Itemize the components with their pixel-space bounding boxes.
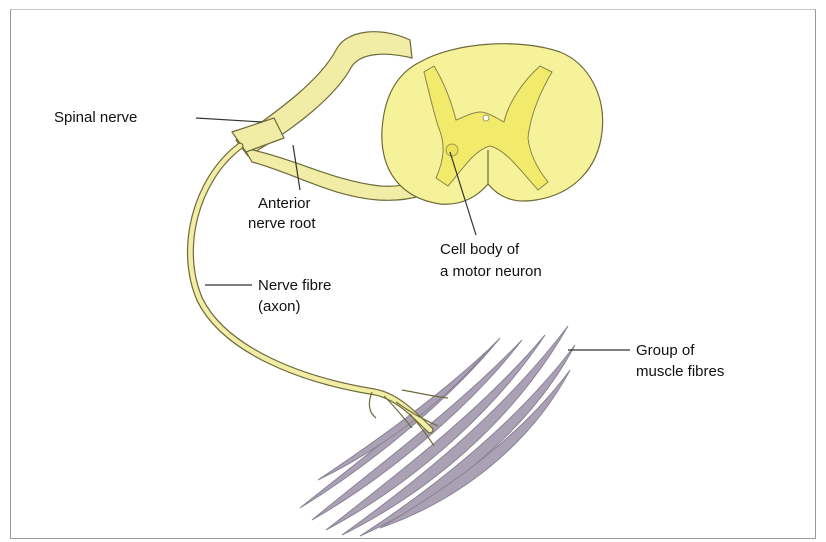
- label-nerve-fibre-line1: Nerve fibre: [258, 276, 331, 295]
- muscle-fibre-group: [300, 326, 575, 536]
- label-cell-body-line2: a motor neuron: [440, 262, 542, 281]
- spinal-nerve-leader: [196, 118, 262, 122]
- central-canal: [483, 115, 489, 121]
- label-muscle-line2: muscle fibres: [636, 362, 724, 381]
- label-anterior-root-line1: Anterior: [258, 194, 311, 213]
- motor-neuron-cell-body: [446, 144, 458, 156]
- muscle-fibre: [312, 340, 522, 520]
- label-cell-body-line1: Cell body of: [440, 240, 519, 259]
- label-nerve-fibre-line2: (axon): [258, 297, 301, 316]
- label-muscle-line1: Group of: [636, 341, 694, 360]
- label-anterior-root-line2: nerve root: [248, 214, 316, 233]
- label-spinal-nerve: Spinal nerve: [54, 108, 137, 127]
- spinal-cord-section: [382, 44, 603, 205]
